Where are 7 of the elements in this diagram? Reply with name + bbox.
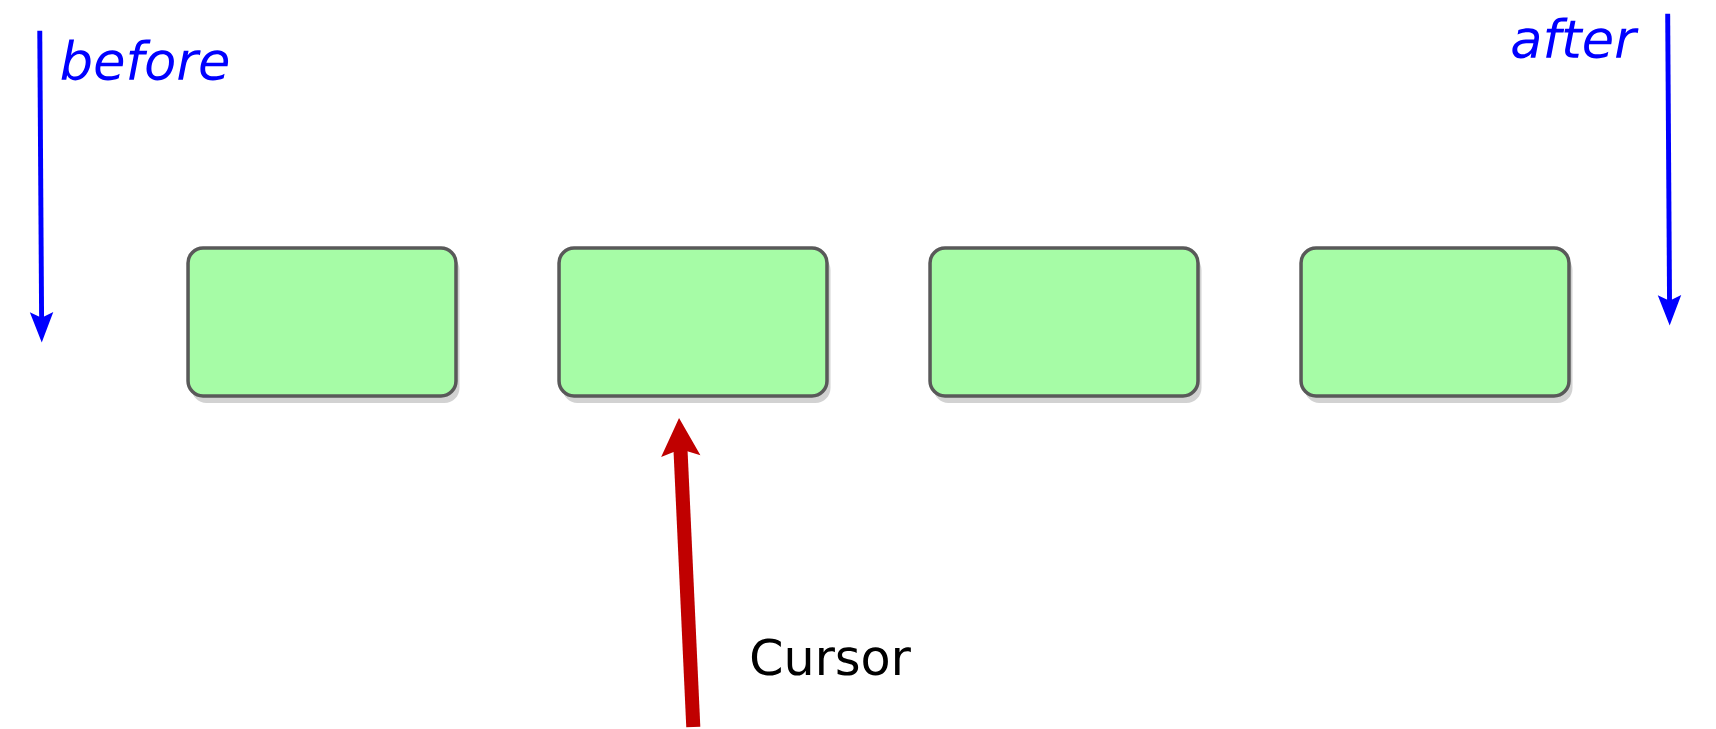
label-text: after xyxy=(1512,17,1639,59)
label-text: before xyxy=(61,39,229,81)
label-text: Cursor xyxy=(751,638,911,676)
rounded-box xyxy=(928,246,1202,403)
rounded-box xyxy=(1299,246,1573,403)
rounded-box xyxy=(557,246,831,403)
rounded-box xyxy=(186,246,460,403)
